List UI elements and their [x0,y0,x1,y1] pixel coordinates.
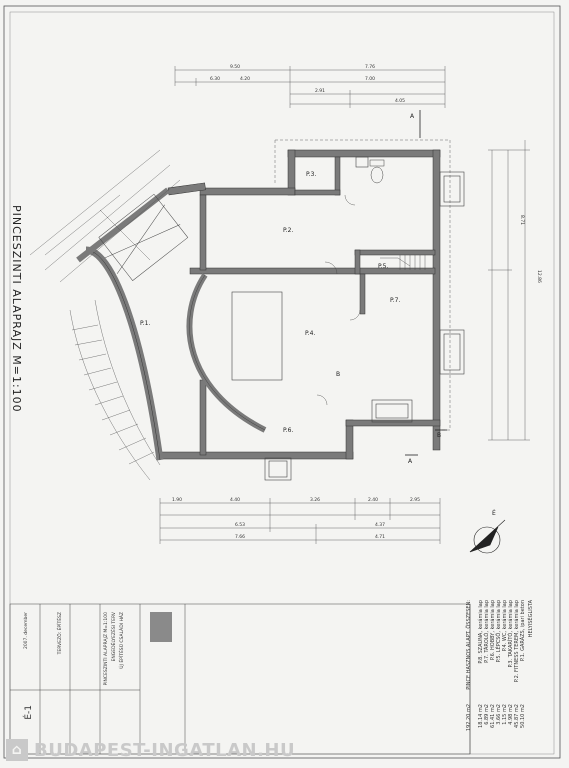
dim-bottom-5: 2.95 [410,497,420,503]
dim-top-3: 6.30 [210,76,220,82]
legend-item-6: P.6. HOBBY, kerámia lap [490,600,496,661]
north-arrow-icon [469,519,506,554]
watermark: ⌂ BUDAPEST-INGATLAN.HU [0,732,300,768]
dim-bottom-6: 6.53 [235,522,245,528]
bottom-dimensions [159,498,441,544]
room-legend: HELYISÉGLISTA P.1. GARÁZS, ipari beton P… [466,600,540,740]
titleblock-sheet-number: É-1 [24,705,34,720]
room-label-p6: P.6. [283,427,293,434]
garage-top-wall [76,187,170,263]
dim-top-6: 2.91 [315,88,325,94]
legend-area-1: 50.10 m2 [520,704,526,728]
garage-box [98,193,189,281]
titleblock-line-1: ÚJ ÉPÍTÉSŰ CSALÁDI HÁZ [120,612,125,669]
entrance-stairs [69,299,161,481]
legend-item-4: P.4. WC, kerámia lap [502,600,508,652]
legend-item-2: P.2. FITNESS TEREM, kerámia lap [514,600,520,683]
legend-area-8: 18.14 m2 [478,704,484,728]
room-label-p1: P.1. [140,320,150,327]
dim-bottom-9: 4.71 [375,534,385,540]
sheet-border [3,5,561,759]
room-label-p3: P.3. [306,171,316,178]
dim-bottom-8: 7.66 [235,534,245,540]
firm-logo [150,612,172,642]
legend-heading: HELYISÉGLISTA [528,600,534,638]
room-label-p7: P.7. [390,297,400,304]
section-mark-b-right: B [437,432,441,439]
dim-top-2: 7.76 [365,64,375,70]
legend-item-7: P.7. TÁROLÓ, kerámia lap [484,600,490,663]
section-mark-b-inner: B [336,371,340,378]
section-mark-a-top: A [410,113,415,120]
hobby-table [231,291,283,381]
room-label-p5: P.5. [378,263,388,270]
north-label: É [492,509,496,517]
diagonal-dims [29,149,181,283]
dim-bottom-4: 2.40 [368,497,378,503]
legend-area-5: 3.66 m2 [496,704,502,725]
legend-area-3: 4.98 m2 [508,704,514,725]
window-bays [264,156,465,481]
garage-outer-wall-edge [85,249,161,461]
legend-total-label: PINCE HASZNOS ALAPT. ÖSSZESEN: [466,600,472,690]
watermark-text: BUDAPEST-INGATLAN.HU [34,739,296,761]
titleblock-line-4: TERVEZŐ: ÉPÍTÉSZ [58,612,63,655]
dim-bottom-7: 4.37 [375,522,385,528]
right-dimensions [488,140,530,441]
wc-fixture [369,159,385,184]
legend-item-5: P.5. LÉPCSŐ, kerámia lap [496,600,502,663]
dim-top-1: 9.50 [230,64,240,70]
doors [316,194,361,406]
legend-item-3: P.3. TAKARÍTÓ, kerámia lap [508,600,514,668]
dim-bottom-3: 3.26 [310,497,320,503]
legend-total-value: 192.20 m2 [466,704,472,732]
dim-top-4: 4.20 [240,76,250,82]
legend-area-7: 6.89 m2 [484,704,490,725]
dim-right-1: 8.71 [519,215,525,225]
dim-top-7: 4.05 [395,98,405,104]
titleblock-line-3: PINCESZINTI ALAPRAJZ M=1:100 [104,612,109,686]
section-lines [405,110,447,456]
garage-outer-wall [85,246,164,461]
dim-right-2: 12.86 [536,270,542,283]
dim-bottom-1: 1.90 [172,497,182,503]
dim-bottom-2: 4.40 [230,497,240,503]
title-block [9,603,471,755]
titleblock-date: 2007. december [24,612,29,650]
section-mark-a-bottom: A [408,458,413,465]
inner-stairs [380,255,426,270]
legend-item-1: P.1. GARÁZS, ipari beton [520,600,526,662]
legend-area-2: 45.87 m2 [514,704,520,728]
drawing-title: PINCESZINTI ALAPRAJZ M=1:100 [10,205,23,413]
legend-area-6: 61.41 m2 [490,704,496,728]
room-label-p2: P.2. [283,227,293,234]
legend-item-8: P.8. SZAUNA, kerámia lap [478,600,484,664]
house-icon: ⌂ [6,739,28,761]
building-walls [159,149,441,460]
dim-top-5: 7.00 [365,76,375,82]
titleblock-line-2: ENGEDÉLYEZÉSI TERV [112,612,117,662]
curved-wall-edge [189,274,266,431]
room-label-p4: P.4. [305,330,315,337]
top-dimensions [174,66,446,108]
legend-area-4: 1.15 m2 [502,704,508,725]
